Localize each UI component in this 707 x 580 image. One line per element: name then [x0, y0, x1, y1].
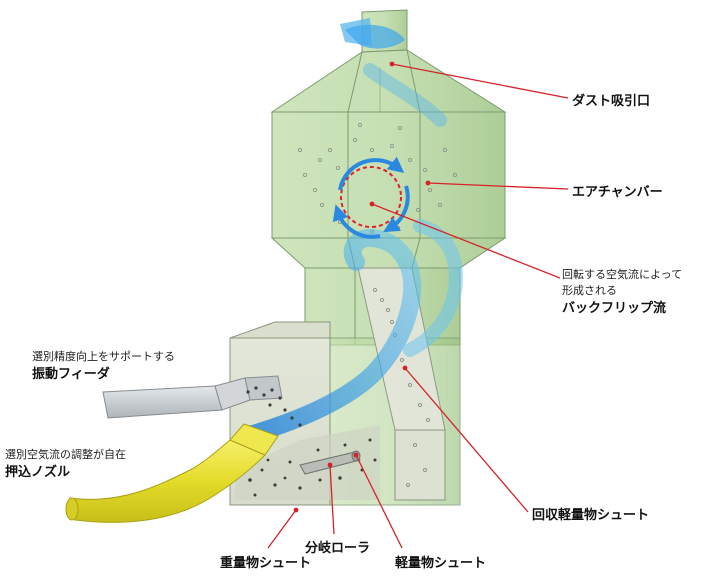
leader-dots — [293, 61, 431, 513]
label-backflip-line1: 回転する空気流によって — [562, 268, 683, 281]
label-air-chamber: エアチャンバー — [572, 185, 663, 200]
label-branch-roller: 分岐ローラ — [305, 541, 371, 556]
air-nozzle — [65, 423, 279, 523]
leader-lines — [267, 63, 569, 549]
label-recovery-chute: 回収軽量物シュート — [532, 508, 650, 523]
vibrating-feeder — [102, 375, 302, 427]
label-light-chute: 軽量物シュート — [395, 556, 487, 571]
label-dust-suction: ダスト吸引口 — [572, 94, 651, 109]
label-air-nozzle: 押込ノズル — [5, 465, 71, 480]
label-heavy-chute: 重量物シュート — [220, 556, 312, 571]
air-chamber-body — [271, 111, 506, 239]
heavy-material-pile — [235, 425, 380, 500]
label-feeder-desc: 選別精度向上をサポートする — [32, 350, 175, 363]
dust-suction-duct — [340, 9, 408, 53]
label-backflip-line2: 形成される — [562, 284, 617, 297]
rotating-airflow-icon — [332, 156, 410, 239]
label-nozzle-desc: 選別空気流の調整が自在 — [5, 448, 126, 461]
label-vibrating-feeder: 振動フィーダ — [32, 367, 110, 382]
label-backflip-flow: バックフリップ流 — [562, 301, 667, 316]
